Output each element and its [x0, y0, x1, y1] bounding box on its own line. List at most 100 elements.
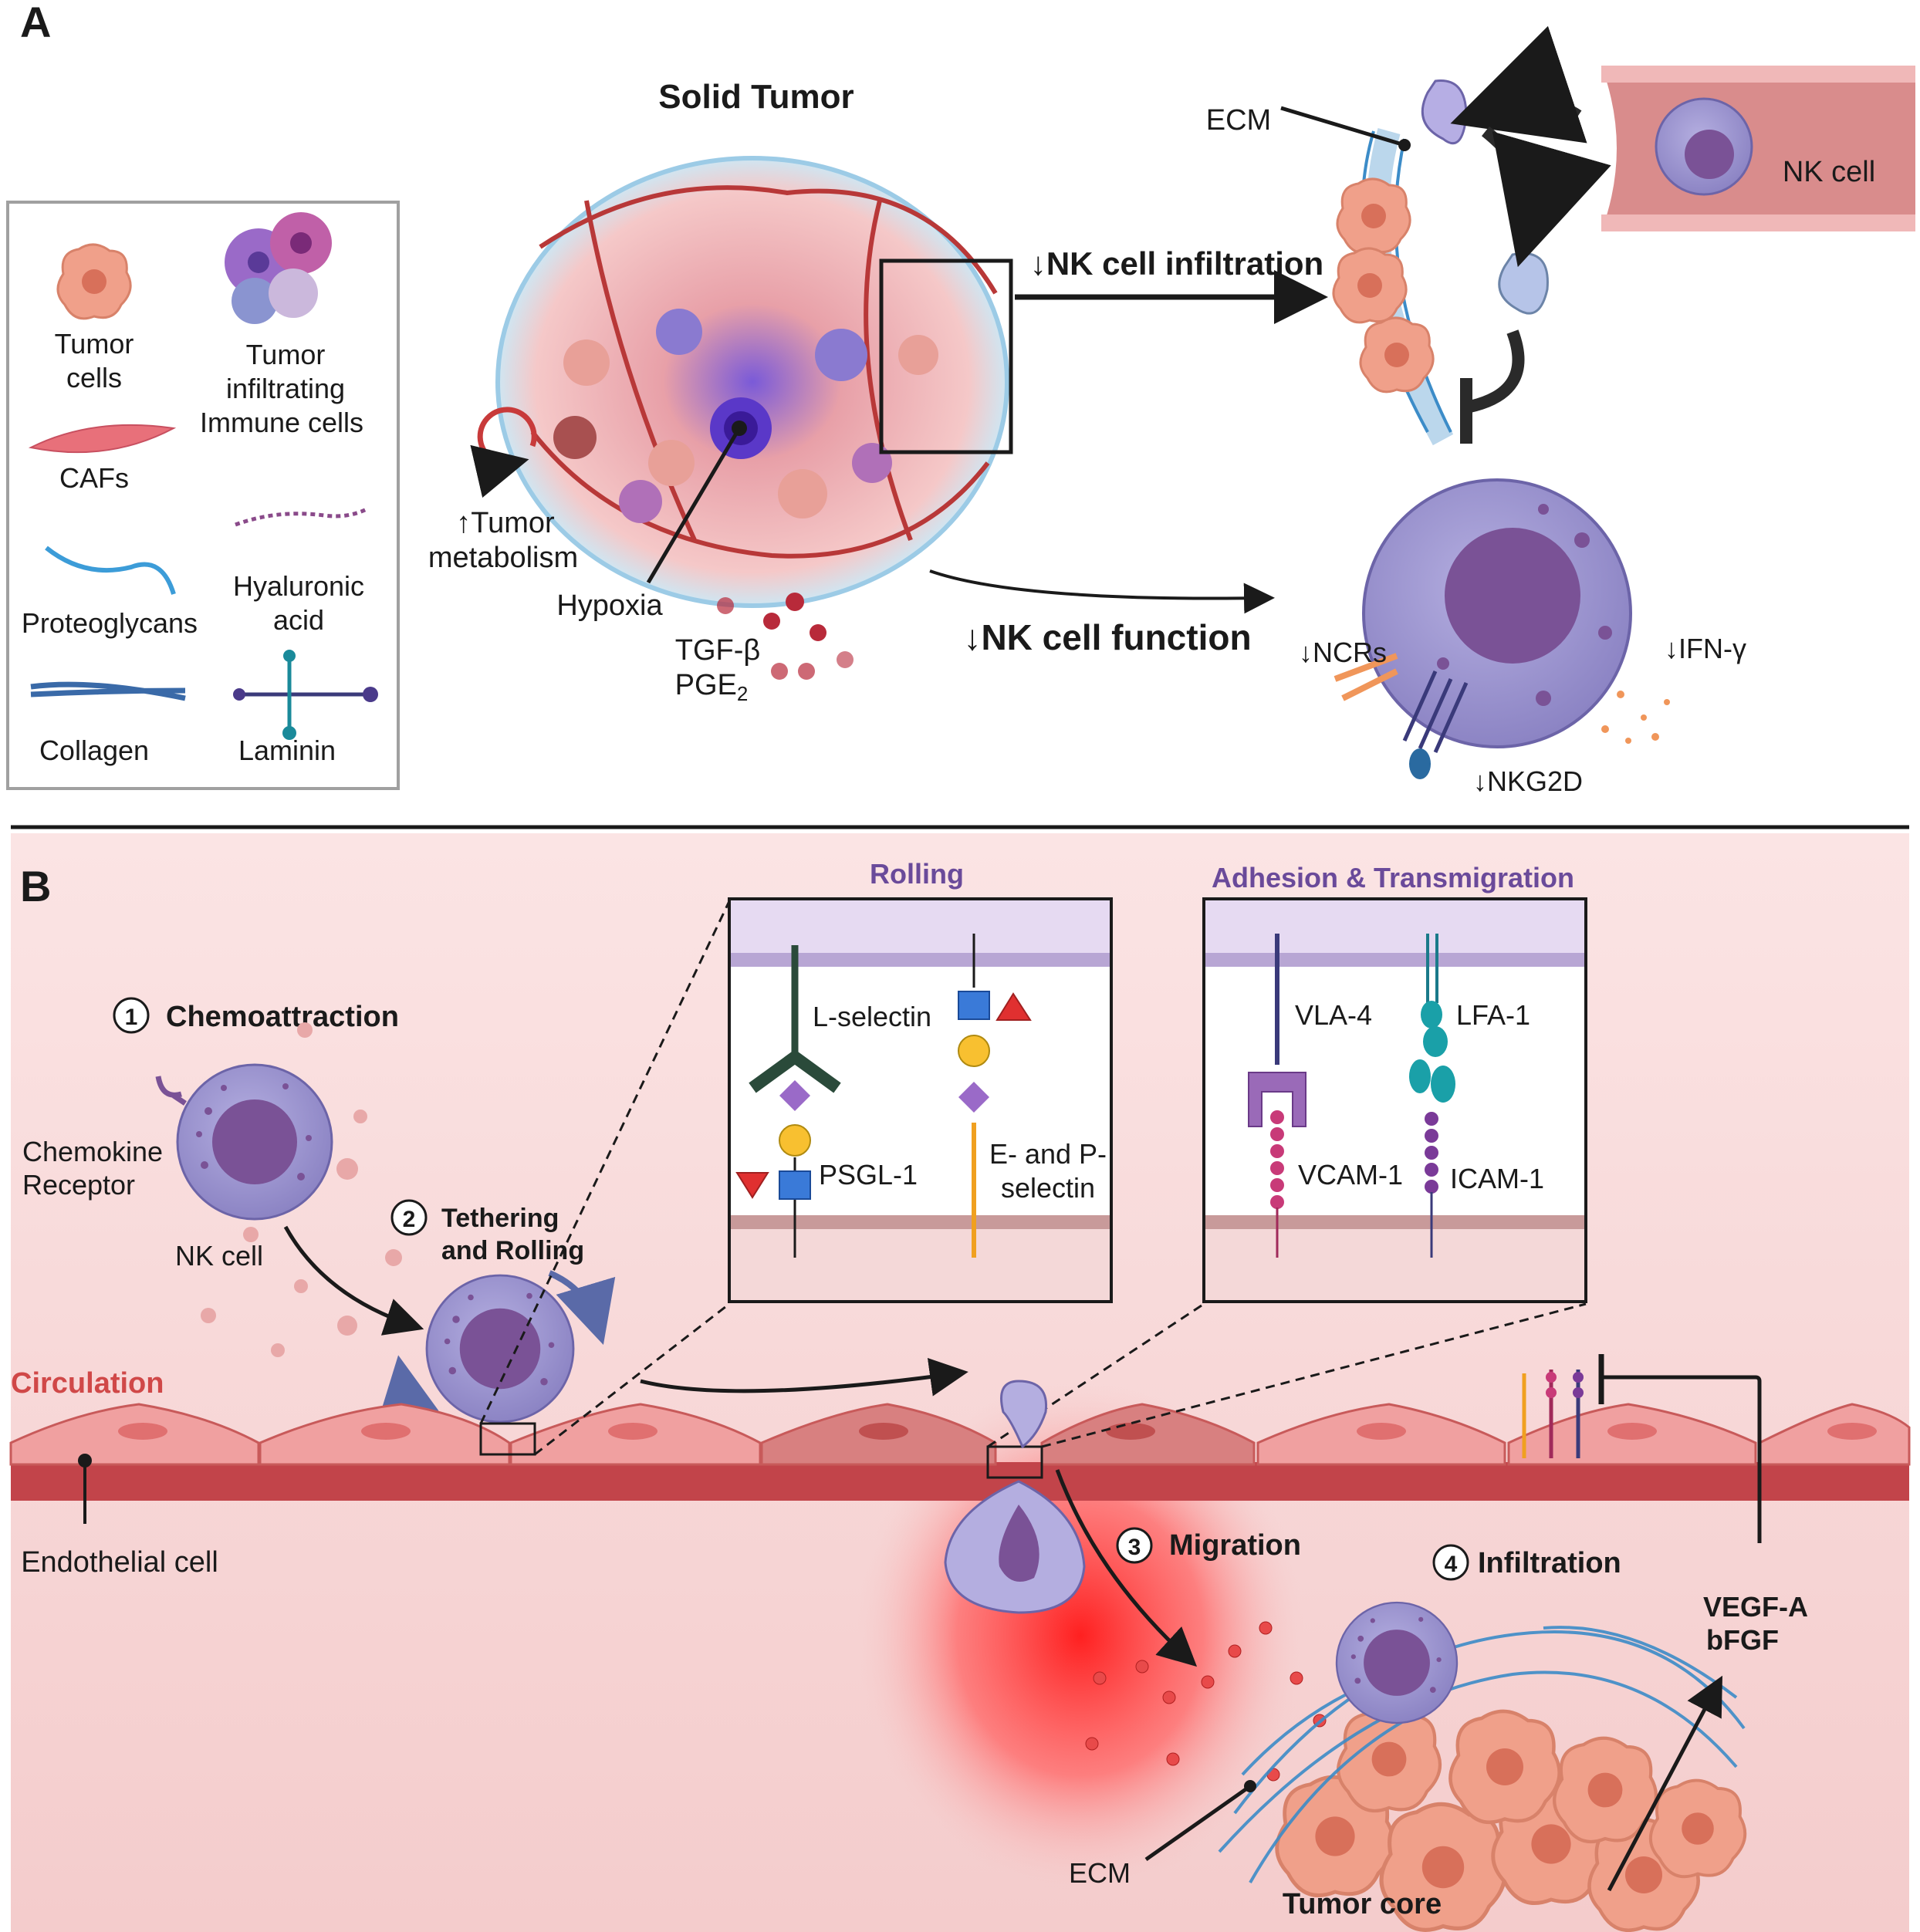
step2-l2: and Rolling — [441, 1236, 584, 1265]
vcam1-label: VCAM-1 — [1298, 1159, 1403, 1191]
panel-b-label: B — [20, 862, 51, 910]
step3-number: 3 — [1128, 1535, 1141, 1560]
nk-cell-infiltrating — [1335, 1601, 1459, 1724]
adhesion-title: Adhesion & Transmigration — [1212, 862, 1574, 893]
legend-immune-l3: Immune cells — [200, 407, 363, 438]
icam1-label: ICAM-1 — [1450, 1163, 1544, 1194]
endothelium — [9, 1403, 1911, 1501]
ecm-pointer-a — [1280, 106, 1405, 147]
proteoglycan-icon — [45, 545, 176, 595]
legend-proteoglycans: Proteoglycans — [22, 607, 198, 639]
step4-label: Infiltration — [1478, 1547, 1621, 1579]
ep-selectin-l1: E- and P- — [989, 1138, 1107, 1170]
legend-cafs: CAFs — [59, 462, 129, 494]
panel-b: B 1 Chemoattraction Chemokine Receptor N… — [9, 833, 1911, 1932]
nk-function-label: ↓NK cell function — [963, 617, 1251, 657]
legend-tumor-cells-l1: Tumor — [55, 328, 134, 360]
legend-hyaluronic-l1: Hyaluronic — [233, 570, 364, 602]
metabolism-l2: metabolism — [428, 542, 578, 574]
panel-a-label: A — [20, 0, 51, 46]
rolling-guide-left — [479, 900, 731, 1424]
tumor-cell-icon — [56, 243, 132, 320]
nk-cell-label-b: NK cell — [175, 1240, 263, 1272]
chemokine-receptor-icon — [155, 1076, 187, 1106]
circulation-label: Circulation — [11, 1367, 164, 1400]
ecm-pointer-dot-a — [1398, 139, 1411, 151]
small-tumor-nodule — [553, 416, 597, 459]
migration-arrow — [1055, 1469, 1198, 1667]
nk-cell-large — [1334, 478, 1632, 779]
rolling-title: Rolling — [870, 858, 964, 890]
lfa1-label: LFA-1 — [1456, 999, 1530, 1031]
step4-number: 4 — [1445, 1552, 1458, 1577]
nk-cell-chemoattraction — [176, 1063, 333, 1221]
vegf-l2: bFGF — [1706, 1624, 1779, 1656]
transmigrating-nk-cell — [944, 1380, 1086, 1614]
chemoattraction-arrow — [283, 1225, 424, 1336]
blood-vessel — [1601, 66, 1915, 231]
chemokine-l1: Chemokine — [22, 1136, 163, 1167]
legend-immune-l2: infiltrating — [226, 373, 345, 404]
solid-tumor — [495, 156, 1009, 608]
step2-badge — [390, 1199, 428, 1236]
legend-tumor-cells-l2: cells — [66, 362, 122, 393]
chemokine-l2: Receptor — [22, 1169, 135, 1201]
legend-hyaluronic-l2: acid — [273, 604, 324, 636]
step2-l1: Tethering — [441, 1204, 559, 1233]
rolling-inset: Rolling L-selectin PSGL-1 E- and P- sele… — [728, 858, 1113, 1303]
legend-immune-l1: Tumor — [246, 339, 326, 370]
ncrs-label: ↓NCRs — [1299, 637, 1387, 668]
legend-laminin: Laminin — [238, 735, 336, 766]
tgf-beta-label: TGF-β — [675, 634, 761, 667]
vessel-nk-cell-label: NK cell — [1783, 156, 1875, 188]
nk-cell-rolling — [425, 1274, 575, 1424]
vessel-to-ecm-arrow — [1450, 25, 1587, 144]
ep-selectin-l2: selectin — [1001, 1172, 1095, 1204]
ifn-gamma-label: ↓IFN-γ — [1665, 633, 1746, 664]
metabolism-l1: ↑Tumor — [456, 507, 555, 539]
function-arrow — [929, 569, 1275, 614]
psgl1-label: PSGL-1 — [819, 1159, 918, 1191]
ecm-down-arrow — [1481, 126, 1611, 268]
vegf-l1: VEGF-A — [1703, 1591, 1808, 1623]
vla4-label: VLA-4 — [1295, 999, 1372, 1031]
vegf-inhibition-line — [1601, 1375, 1762, 1543]
l-selectin-label: L-selectin — [813, 1001, 931, 1032]
ecm-label-a: ECM — [1206, 104, 1271, 137]
pge-subscript: 2 — [737, 682, 748, 705]
pge2-label: PGE2 — [675, 669, 749, 705]
endothelial-receptors — [1522, 1370, 1584, 1458]
step3-badge — [1116, 1527, 1153, 1564]
zoom-box — [879, 258, 1013, 454]
rolling-zoom-box — [479, 1422, 536, 1456]
hyaluronic-acid-icon — [235, 507, 368, 527]
chemokine-dots — [201, 1022, 402, 1357]
endothelial-label: Endothelial cell — [21, 1546, 218, 1579]
nkg2d-label: ↓NKG2D — [1473, 765, 1583, 797]
adhesion-guide-right — [1041, 1302, 1587, 1448]
adhesion-guide-left — [987, 1302, 1205, 1448]
rolling-guide-right — [534, 1302, 730, 1456]
nk-infiltration-label: ↓NK cell infiltration — [1030, 245, 1323, 282]
step1-badge — [113, 997, 150, 1034]
ecm-label-b: ECM — [1069, 1857, 1131, 1889]
laminin-icon — [233, 650, 378, 740]
ecm-block-arc — [1465, 329, 1525, 414]
hypoxia-pointer — [646, 427, 742, 584]
ifn-dots — [1601, 691, 1670, 744]
hypoxia-label: Hypoxia — [556, 589, 663, 622]
step3-label: Migration — [1169, 1529, 1301, 1562]
caf-icon — [28, 424, 177, 454]
ecm-pointer-b — [1144, 1784, 1252, 1862]
rolling-arrow-top — [548, 1270, 616, 1345]
metabolism-cycle-icon — [470, 407, 537, 498]
immune-cells-icon — [225, 212, 332, 324]
step1-label: Chemoattraction — [166, 1001, 399, 1033]
rolling-to-transmigration-arrow — [640, 1358, 968, 1397]
tumor-core-label: Tumor core — [1283, 1888, 1442, 1920]
ecm-pointer-dot-b — [1244, 1780, 1256, 1792]
collagen-icon — [30, 681, 186, 701]
solid-tumor-title: Solid Tumor — [658, 78, 854, 116]
step4-badge — [1432, 1544, 1469, 1581]
